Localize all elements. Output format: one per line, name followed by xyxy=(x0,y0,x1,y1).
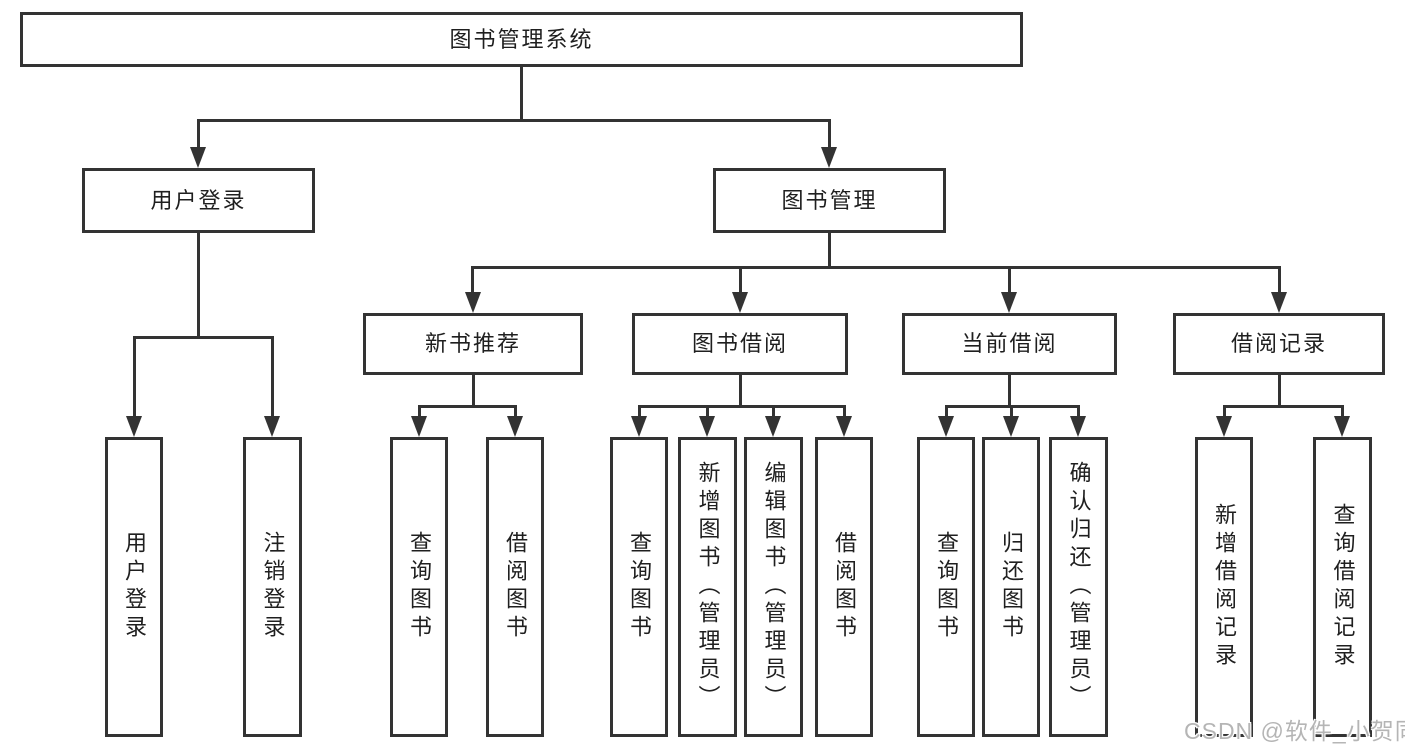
arrow-down-icon xyxy=(836,416,852,437)
arrow-down-icon xyxy=(1001,292,1017,313)
node-current-borrow: 当前借阅 xyxy=(902,313,1117,375)
connector-vline xyxy=(739,266,742,294)
connector-vline xyxy=(418,405,421,418)
node-borrow-records: 借阅记录 xyxy=(1173,313,1385,375)
connector-vline xyxy=(472,375,475,407)
leaf-borrow-edit-books-admin: 编辑图书（管理员） xyxy=(744,437,803,737)
connector-vline xyxy=(520,67,523,120)
leaf-records-query-record: 查询借阅记录 xyxy=(1313,437,1372,737)
connector-vline xyxy=(1223,405,1226,418)
arrow-down-icon xyxy=(1003,416,1019,437)
connector-vline xyxy=(1077,405,1080,418)
connector-vline xyxy=(197,233,200,337)
arrow-down-icon xyxy=(507,416,523,437)
leaf-borrow-borrow-books: 借阅图书 xyxy=(815,437,873,737)
leaf-login-user-login: 用户登录 xyxy=(105,437,163,737)
arrow-down-icon xyxy=(264,416,280,437)
arrow-down-icon xyxy=(411,416,427,437)
leaf-borrow-add-books-admin: 新增图书（管理员） xyxy=(678,437,737,737)
connector-vline xyxy=(828,233,831,269)
node-user-login: 用户登录 xyxy=(82,168,315,233)
connector-vline xyxy=(1278,266,1281,294)
arrow-down-icon xyxy=(821,147,837,168)
leaf-recommend-borrow-books: 借阅图书 xyxy=(486,437,544,737)
leaf-recommend-query-books: 查询图书 xyxy=(390,437,448,737)
arrow-down-icon xyxy=(631,416,647,437)
node-book-management: 图书管理 xyxy=(713,168,946,233)
arrow-down-icon xyxy=(1271,292,1287,313)
arrow-down-icon xyxy=(1334,416,1350,437)
leaf-records-add-record: 新增借阅记录 xyxy=(1195,437,1253,737)
connector-hline xyxy=(197,119,831,122)
leaf-borrow-query-books: 查询图书 xyxy=(610,437,668,737)
connector-hline xyxy=(133,336,274,339)
connector-hline xyxy=(471,266,1281,269)
connector-vline xyxy=(271,336,274,418)
arrow-down-icon xyxy=(126,416,142,437)
arrow-down-icon xyxy=(465,292,481,313)
connector-hline xyxy=(638,405,846,408)
connector-vline xyxy=(706,405,709,418)
leaf-current-return-books: 归还图书 xyxy=(982,437,1040,737)
connector-vline xyxy=(471,266,474,294)
connector-hline xyxy=(418,405,517,408)
connector-vline xyxy=(133,336,136,418)
arrow-down-icon xyxy=(1070,416,1086,437)
connector-vline xyxy=(772,405,775,418)
node-book-borrow: 图书借阅 xyxy=(632,313,848,375)
connector-vline xyxy=(1010,405,1013,418)
leaf-current-query-books: 查询图书 xyxy=(917,437,975,737)
connector-vline xyxy=(1008,375,1011,407)
connector-vline xyxy=(1008,266,1011,294)
connector-vline xyxy=(843,405,846,418)
connector-hline xyxy=(1223,405,1344,408)
connector-vline xyxy=(945,405,948,418)
connector-vline xyxy=(739,375,742,407)
connector-vline xyxy=(514,405,517,418)
connector-vline xyxy=(1278,374,1281,407)
arrow-down-icon xyxy=(765,416,781,437)
node-root: 图书管理系统 xyxy=(20,12,1023,67)
connector-vline xyxy=(197,119,200,149)
csdn-watermark: CSDN @软件_小贺同学 xyxy=(1184,718,1405,744)
connector-vline xyxy=(638,405,641,418)
arrow-down-icon xyxy=(699,416,715,437)
leaf-login-logout: 注销登录 xyxy=(243,437,302,737)
connector-vline xyxy=(828,119,831,149)
connector-vline xyxy=(1341,405,1344,418)
arrow-down-icon xyxy=(190,147,206,168)
arrow-down-icon xyxy=(732,292,748,313)
arrow-down-icon xyxy=(938,416,954,437)
node-new-book-recommend: 新书推荐 xyxy=(363,313,583,375)
leaf-current-confirm-return-admin: 确认归还（管理员） xyxy=(1049,437,1108,737)
arrow-down-icon xyxy=(1216,416,1232,437)
